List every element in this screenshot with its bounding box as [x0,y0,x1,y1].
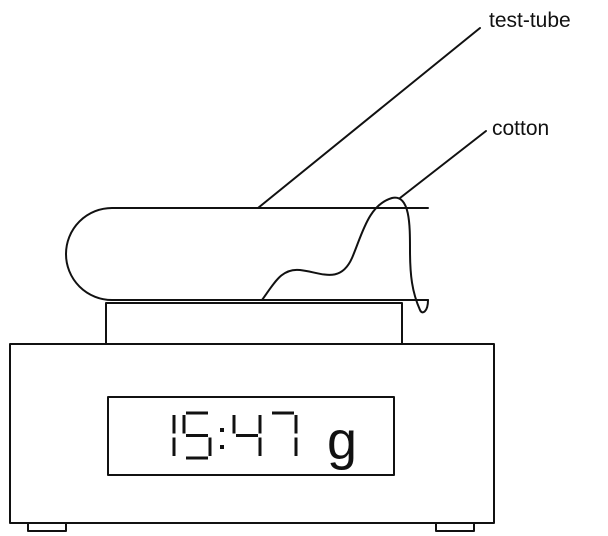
balance-body [9,343,495,524]
balance-base [9,343,495,532]
display-colon-dot [220,428,224,432]
cotton-label: cotton [492,117,549,140]
test-tube-leader [257,27,481,209]
balance-foot-right [435,522,475,532]
test-tube [65,207,429,301]
display-screen: g [107,396,395,476]
display-unit: g [327,411,357,471]
balance-pan [105,302,403,345]
display-reading [172,411,298,460]
cotton-plug [261,196,429,314]
display-colon-dot [220,445,224,449]
balance-foot-left [27,522,67,532]
test-tube-label: test-tube [489,9,571,32]
display-frame [107,396,395,476]
cotton-leader [399,130,487,199]
